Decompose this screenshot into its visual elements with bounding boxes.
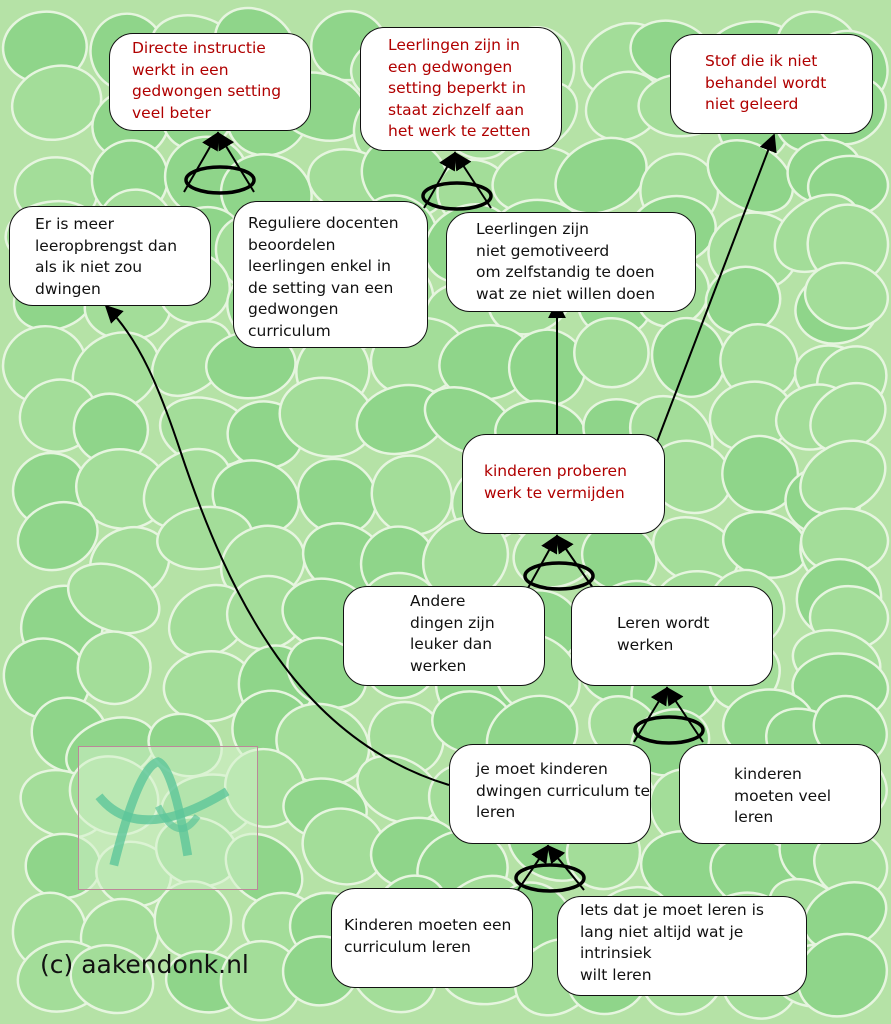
background-cell — [573, 316, 650, 389]
box-andere-dingen-leuker: Andere dingen zijn leuker dan werken — [343, 586, 545, 686]
background-cell — [10, 64, 103, 141]
box-text: je moet kinderen dwingen curriculum te l… — [476, 760, 651, 821]
claim-box-werk-vermijden: kinderen proberen werk te vermijden — [462, 434, 665, 534]
box-text: Kinderen moeten een curriculum leren — [344, 916, 512, 956]
claim-box-stof-niet-geleerd: Stof die ik niet behandel wordt niet gel… — [670, 34, 873, 134]
box-niet-gemotiveerd: Leerlingen zijn niet gemotiveerd om zelf… — [446, 212, 696, 312]
claim-box-directe-instructie: Directe instructie werkt in een gedwonge… — [109, 33, 311, 131]
background-cell — [69, 944, 155, 1015]
box-meer-leeropbrengst: Er is meer leeropbrengst dan als ik niet… — [9, 206, 211, 306]
background-cell — [799, 439, 887, 516]
box-text: Directe instructie werkt in een gedwonge… — [132, 39, 282, 122]
background-cell — [796, 932, 889, 1018]
box-text: Leren wordt werken — [617, 614, 710, 654]
box-text: Leerlingen zijn niet gemotiveerd om zelf… — [476, 220, 656, 303]
box-text: Er is meer leeropbrengst dan als ik niet… — [35, 215, 178, 298]
claim-box-gedwongen-setting-beperkt: Leerlingen zijn in een gedwongen setting… — [360, 27, 562, 151]
box-text: Stof die ik niet behandel wordt niet gel… — [705, 52, 827, 113]
box-text: kinderen moeten veel leren — [734, 765, 832, 826]
box-curriculum-leren: Kinderen moeten een curriculum leren — [331, 888, 533, 988]
copyright-text: (c) aakendonk.nl — [40, 950, 249, 979]
background-cell — [16, 500, 99, 572]
box-reguliere-docenten: Reguliere docenten beoordelen leerlingen… — [233, 201, 428, 348]
box-veel-leren: kinderen moeten veel leren — [679, 744, 881, 844]
box-text: Iets dat je moet leren is lang niet alti… — [580, 901, 764, 984]
background-cell — [803, 261, 890, 330]
box-text: kinderen proberen werk te vermijden — [484, 462, 627, 502]
box-leren-wordt-werken: Leren wordt werken — [571, 586, 773, 686]
box-text: Reguliere docenten beoordelen leerlingen… — [248, 214, 399, 340]
box-niet-intrinsiek: Iets dat je moet leren is lang niet alti… — [557, 896, 807, 996]
background-cell — [554, 136, 648, 215]
box-text: Leerlingen zijn in een gedwongen setting… — [388, 36, 531, 140]
box-kinderen-dwingen: je moet kinderen dwingen curriculum te l… — [449, 744, 651, 844]
box-text: Andere dingen zijn leuker dan werken — [410, 592, 495, 675]
aakendonk-logo — [78, 746, 258, 890]
